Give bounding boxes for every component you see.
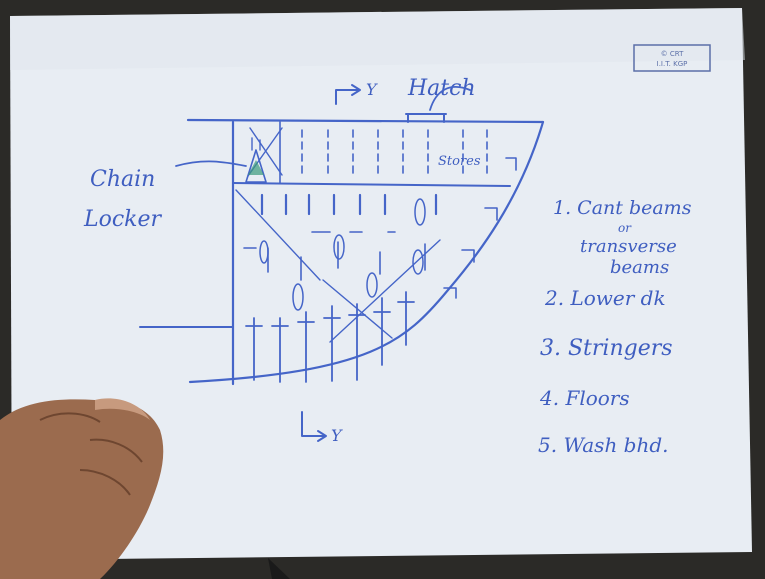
chain-locker-leader <box>175 160 247 167</box>
section-mark-bottom: Y <box>301 411 343 445</box>
stores-label: Stores <box>438 154 481 169</box>
section-mark-top-label: Y <box>366 80 378 99</box>
section-mark-top: Y <box>335 80 378 105</box>
chain-locker-label-line1: Chain <box>90 167 155 192</box>
presenter-hand <box>0 398 164 579</box>
logo-stamp: © CRT I.I.T. KGP <box>633 44 711 72</box>
legend-item-1-line1: 1. Cant beams <box>553 197 692 219</box>
legend-item-1-line4: beams <box>610 257 669 278</box>
logo-text-line2: I.I.T. KGP <box>657 60 688 68</box>
legend-item-3: 3. Stringers <box>540 336 673 361</box>
logo-text-line1: © CRT <box>661 50 684 58</box>
legend-item-5: 5. Wash bhd. <box>538 433 669 457</box>
legend-list: 1. Cant beams or transverse beams 2. Low… <box>538 197 692 457</box>
pen-tip <box>268 558 290 579</box>
legend-item-1-line2: or <box>618 221 632 235</box>
legend-item-4: 4. Floors <box>539 386 630 410</box>
section-mark-bottom-label: Y <box>331 426 343 445</box>
legend-item-1-line3: transverse <box>580 236 677 257</box>
hatch-leader <box>429 86 471 111</box>
chain-locker-label-line2: Locker <box>83 207 163 232</box>
paper-sheet <box>10 8 752 560</box>
legend-item-2: 2. Lower dk <box>544 286 666 310</box>
hull-section-drawing <box>139 113 545 386</box>
